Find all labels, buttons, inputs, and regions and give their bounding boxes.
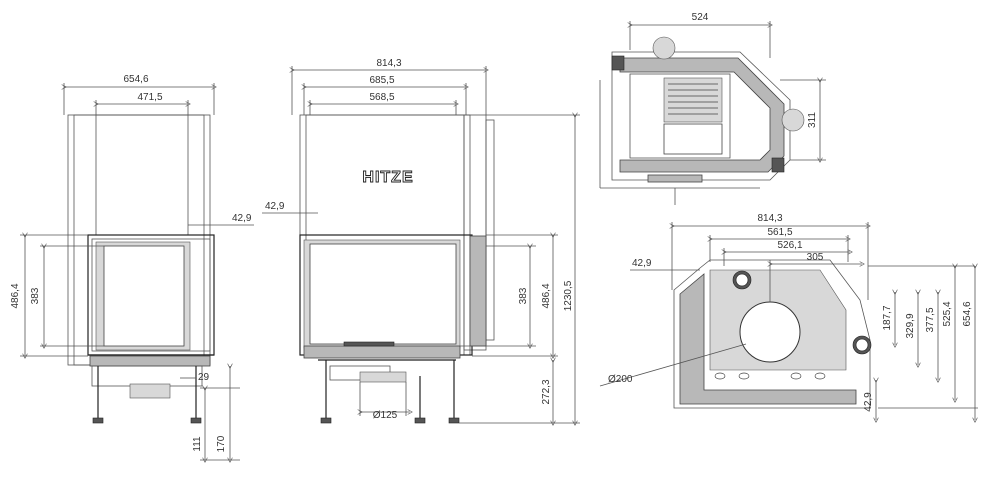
- side-height-door: 383: [518, 287, 529, 304]
- plan-dim-2: 329,9: [905, 313, 916, 338]
- top-view: 524 311: [599, 12, 826, 205]
- top-width: 524: [692, 12, 709, 23]
- plan-dim-5: 654,6: [962, 301, 973, 326]
- front-frame-offset: 42,9: [232, 213, 252, 224]
- front-leg-height-total: 170: [216, 435, 227, 452]
- plan-outer-shell: [679, 273, 857, 405]
- side-air-grille: [343, 341, 395, 347]
- plan-offset-left: 42,9: [632, 258, 652, 269]
- front-leg-offset: 29: [198, 372, 210, 383]
- front-foot-right: [190, 417, 202, 424]
- top-grate: [663, 77, 723, 123]
- front-glass: [103, 245, 185, 347]
- top-duct-right: [781, 108, 805, 132]
- side-width-total: 814,3: [376, 58, 401, 69]
- side-flue-diameter: Ø125: [373, 410, 398, 421]
- plan-width-b: 526,1: [777, 240, 802, 251]
- plan-offset-bottom: 42,9: [863, 392, 874, 412]
- plan-width-total: 814,3: [757, 213, 782, 224]
- plan-view: Ø200 814,3 561,5 526,1 305 42,9 187,7 32…: [599, 213, 978, 420]
- side-width-mid: 685,5: [369, 75, 394, 86]
- side-height-total: 486,4: [541, 283, 552, 308]
- side-frame-offset: 42,9: [265, 201, 285, 212]
- front-width-inner: 471,5: [137, 92, 162, 103]
- hitze-logo: HITZE: [362, 169, 413, 186]
- side-view: HITZE 814,3 685,5 568,5 42,9: [262, 58, 580, 423]
- top-outer-shell: [619, 57, 785, 173]
- plan-dim-4: 525,4: [942, 301, 953, 326]
- side-flue: [359, 371, 407, 383]
- side-height-overall: 1230,5: [563, 280, 574, 311]
- front-height-total: 486,4: [10, 283, 21, 308]
- front-leg-height: 111: [192, 436, 203, 452]
- front-height-door: 383: [30, 287, 41, 304]
- plan-width-a: 561,5: [767, 227, 792, 238]
- front-foot-left: [92, 417, 104, 424]
- plan-duct-diameter: Ø200: [608, 374, 633, 385]
- top-depth: 311: [807, 112, 818, 128]
- side-glass: [309, 243, 457, 345]
- front-view: 654,6 471,5 42,9 486,4 383 29 111 170: [10, 74, 254, 460]
- plan-dim-3: 377,5: [925, 307, 936, 332]
- front-width-outer: 654,6: [123, 74, 148, 85]
- side-width-inner: 568,5: [369, 92, 394, 103]
- top-duct-left: [652, 36, 676, 60]
- plan-width-c: 305: [807, 252, 824, 263]
- plan-duct: [739, 301, 801, 363]
- plan-dim-1: 187,7: [882, 305, 893, 330]
- side-height-base: 272,3: [541, 379, 552, 404]
- front-base: [91, 365, 203, 387]
